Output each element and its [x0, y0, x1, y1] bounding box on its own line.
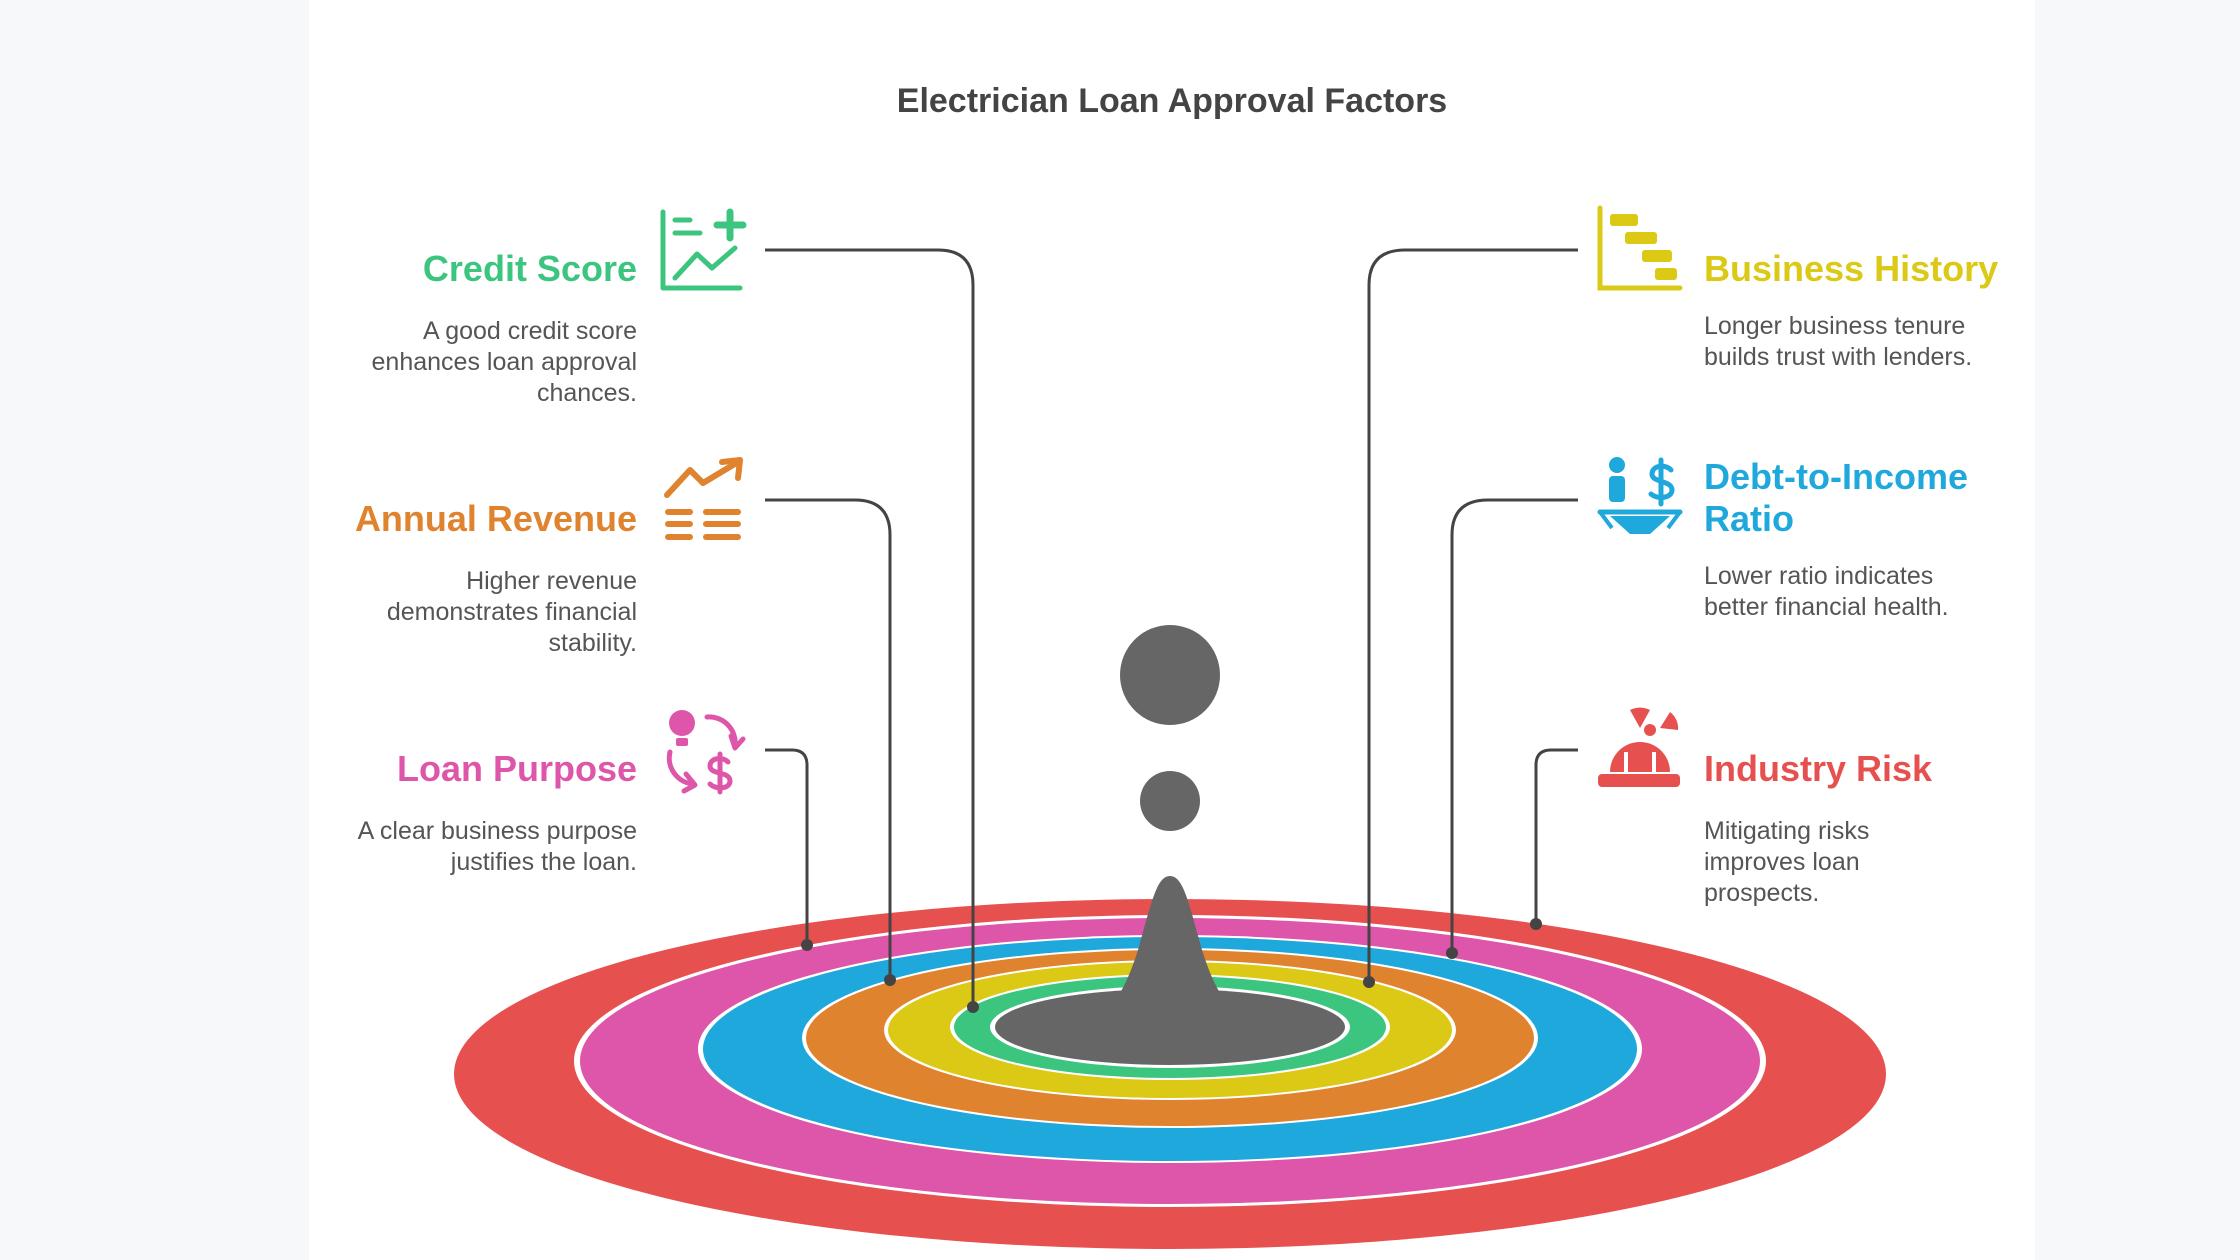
debt-to-income-heading: Debt-to-Income Ratio [1704, 456, 1968, 539]
connector-business-history [1367, 248, 1578, 982]
diagram-title: Electrician Loan Approval Factors [896, 82, 1448, 120]
timeline-bars-icon [1597, 205, 1683, 291]
loan-purpose-description: A clear business purpose justifies the l… [357, 817, 637, 876]
industry-risk-description: Mitigating risks improves loan prospects… [1704, 817, 1870, 907]
connector-industry-risk [1534, 748, 1578, 924]
connector-loan-purpose [765, 748, 809, 945]
business-history-description: Longer business tenure builds trust with… [1704, 312, 1973, 371]
connector-annual-revenue [765, 498, 892, 980]
credit-score-description: A good credit score enhances loan approv… [371, 317, 637, 407]
chart-plus-icon [660, 208, 747, 291]
hazard-helmet-icon [1598, 707, 1680, 787]
debt-to-income-description: Lower ratio indicates better financial h… [1704, 562, 1949, 621]
loan-purpose-heading: Loan Purpose [396, 748, 637, 789]
connector-debt-to-income [1450, 498, 1578, 953]
credit-score-heading: Credit Score [422, 248, 637, 289]
idea-dollar-cycle-icon [666, 710, 746, 795]
droplet-large [1120, 625, 1220, 725]
connectors [765, 248, 1578, 1007]
person-dollar-balance-icon [1597, 457, 1683, 534]
business-history-heading: Business History [1704, 248, 1999, 289]
connector-dots [801, 918, 1542, 1013]
revenue-growth-icon [664, 457, 743, 540]
annual-revenue-heading: Annual Revenue [354, 498, 637, 539]
droplet-small [1140, 771, 1200, 831]
connector-credit-score [765, 248, 975, 1007]
annual-revenue-description: Higher revenue demonstrates financial st… [386, 567, 637, 657]
splash-peak [1060, 876, 1280, 1030]
industry-risk-heading: Industry Risk [1704, 748, 1933, 789]
